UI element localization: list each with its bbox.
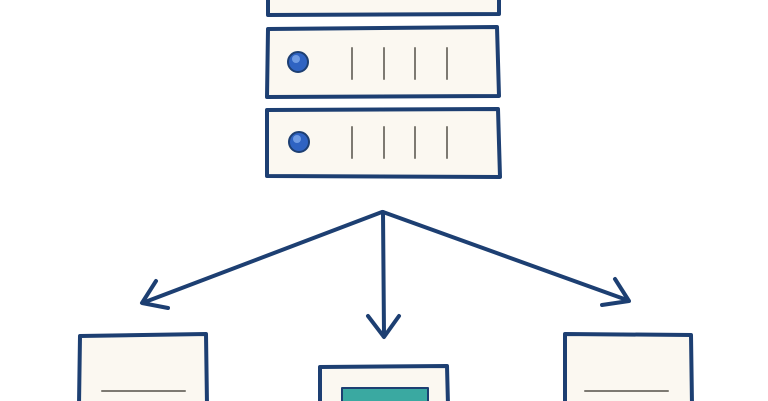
arrow-head-icon (140, 279, 170, 310)
clients (77, 332, 694, 401)
document-icon (563, 332, 694, 401)
client-left (77, 332, 209, 401)
server-stack (265, 0, 502, 179)
server-unit-2 (265, 25, 501, 99)
document-icon (77, 332, 209, 401)
connection-arrows (140, 210, 631, 339)
arrow-head-icon (366, 314, 401, 339)
arrow-to-right-client (381, 210, 631, 307)
arrow-to-center-client (366, 210, 401, 339)
server-unit-1-body (266, 0, 501, 17)
arrow-shaft (143, 210, 384, 304)
arrow-head-icon (600, 277, 631, 307)
monitor-screen (341, 387, 429, 401)
server-unit-1 (266, 0, 501, 17)
arrow-shaft (381, 210, 386, 336)
arrow-shaft (381, 210, 629, 302)
client-right (563, 332, 694, 401)
status-led-highlight-icon (293, 135, 301, 143)
client-center (318, 364, 450, 401)
server-unit-3 (265, 107, 502, 179)
status-led-highlight-icon (292, 55, 300, 63)
arrow-to-left-client (140, 210, 384, 310)
